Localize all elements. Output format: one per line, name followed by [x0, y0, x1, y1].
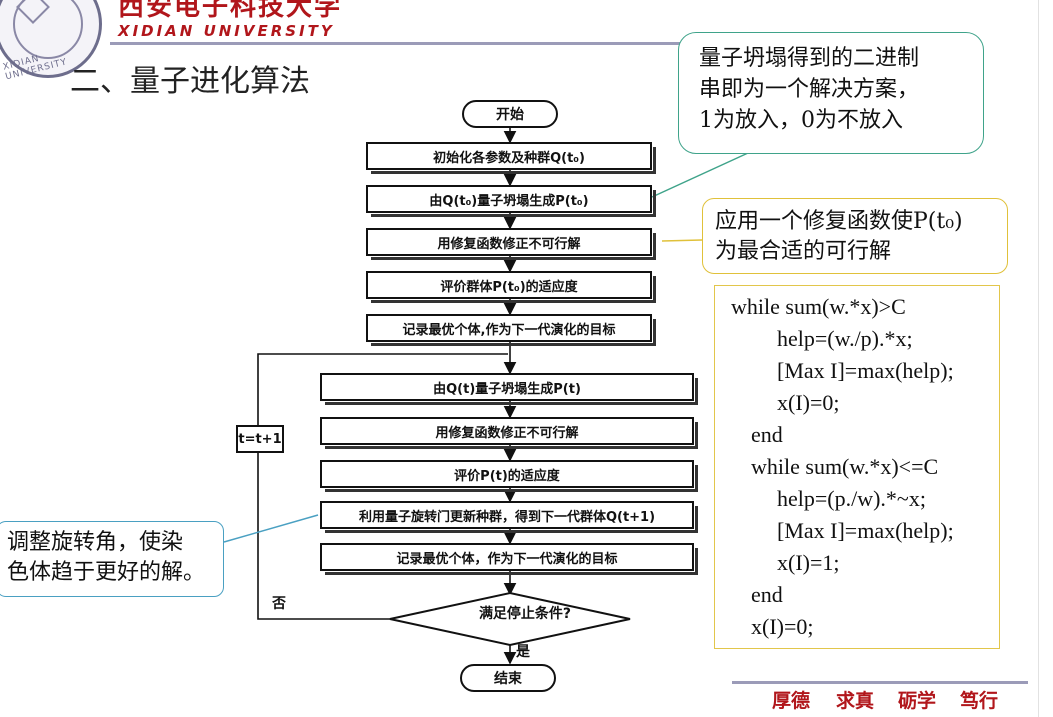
- callout-repair-line: 为最合适的可行解: [715, 239, 892, 264]
- flow-step-repair: 用修复函数修正不可行解: [320, 417, 698, 449]
- flow-step-evaluate-initial: 评价群体P(t₀)的适应度: [366, 271, 656, 303]
- motto-word: 求真: [836, 690, 875, 712]
- motto-word: 厚德: [772, 690, 811, 712]
- code-line: help=(w./p).*x;: [777, 326, 913, 351]
- flow-step-record: 记录最优个体，作为下一代演化的目标: [320, 543, 698, 575]
- code-line: x(I)=0;: [751, 614, 814, 639]
- university-name-cn: 西安电子科技大学: [118, 0, 343, 22]
- flow-step-collapse-initial: 由Q(t₀)量子坍塌生成P(t₀): [366, 185, 656, 217]
- flow-step-rotate: 利用量子旋转门更新种群，得到下一代群体Q(t+1): [320, 501, 698, 533]
- repair-code-box: while sum(w.*x)>C help=(w./p).*x; [Max I…: [714, 285, 1000, 649]
- code-line: while sum(w.*x)<=C: [751, 454, 939, 479]
- code-line: x(I)=1;: [777, 550, 840, 575]
- callout-collapse-line: 量子坍塌得到的二进制: [699, 46, 920, 71]
- code-line: end: [751, 422, 783, 447]
- flow-end: 结束: [460, 664, 556, 692]
- callout-rotation: 调整旋转角，使染 色体趋于更好的解。: [0, 521, 224, 597]
- callout-collapse-line: 串即为一个解决方案，: [699, 77, 920, 102]
- flow-step-record-initial: 记录最优个体,作为下一代演化的目标: [366, 314, 656, 346]
- flow-yes-label: 是: [516, 644, 530, 660]
- flow-start: 开始: [462, 100, 558, 128]
- code-line: help=(p./w).*~x;: [777, 486, 926, 511]
- callout-repair-line: 应用一个修复函数使P(t₀): [715, 209, 963, 234]
- flow-step-repair-initial: 用修复函数修正不可行解: [366, 228, 656, 260]
- slide-edge: [1038, 0, 1039, 717]
- code-line: end: [751, 582, 783, 607]
- flow-step-evaluate: 评价P(t)的适应度: [320, 460, 698, 492]
- callout-rotation-line: 色体趋于更好的解。: [7, 560, 206, 585]
- logo-inner-ring: [13, 0, 83, 59]
- callout-collapse: 量子坍塌得到的二进制 串即为一个解决方案， 1为放入，0为不放入: [678, 32, 984, 154]
- code-line: [Max I]=max(help);: [777, 358, 954, 383]
- university-name-en: XIDIAN UNIVERSITY: [118, 22, 335, 40]
- code-line: while sum(w.*x)>C: [731, 294, 906, 319]
- code-line: [Max I]=max(help);: [777, 518, 954, 543]
- section-title: 二、量子进化算法: [70, 64, 310, 99]
- loop-increment-box: t=t+1: [236, 425, 284, 453]
- flow-decision: 满足停止条件?: [478, 606, 572, 622]
- flow-step-collapse: 由Q(t)量子坍塌生成P(t): [320, 373, 698, 405]
- callout-collapse-line: 1为放入，0为不放入: [699, 108, 903, 133]
- flow-no-label: 否: [272, 596, 286, 612]
- motto-word: 笃行: [960, 690, 999, 712]
- motto-word: 砺学: [898, 690, 937, 712]
- code-line: x(I)=0;: [777, 390, 840, 415]
- footer-divider: [732, 681, 1028, 684]
- callout-repair: 应用一个修复函数使P(t₀) 为最合适的可行解: [702, 198, 1008, 274]
- flow-step-init: 初始化各参数及种群Q(t₀): [366, 142, 656, 174]
- callout-rotation-line: 调整旋转角，使染: [7, 530, 184, 555]
- header-divider: [110, 42, 680, 45]
